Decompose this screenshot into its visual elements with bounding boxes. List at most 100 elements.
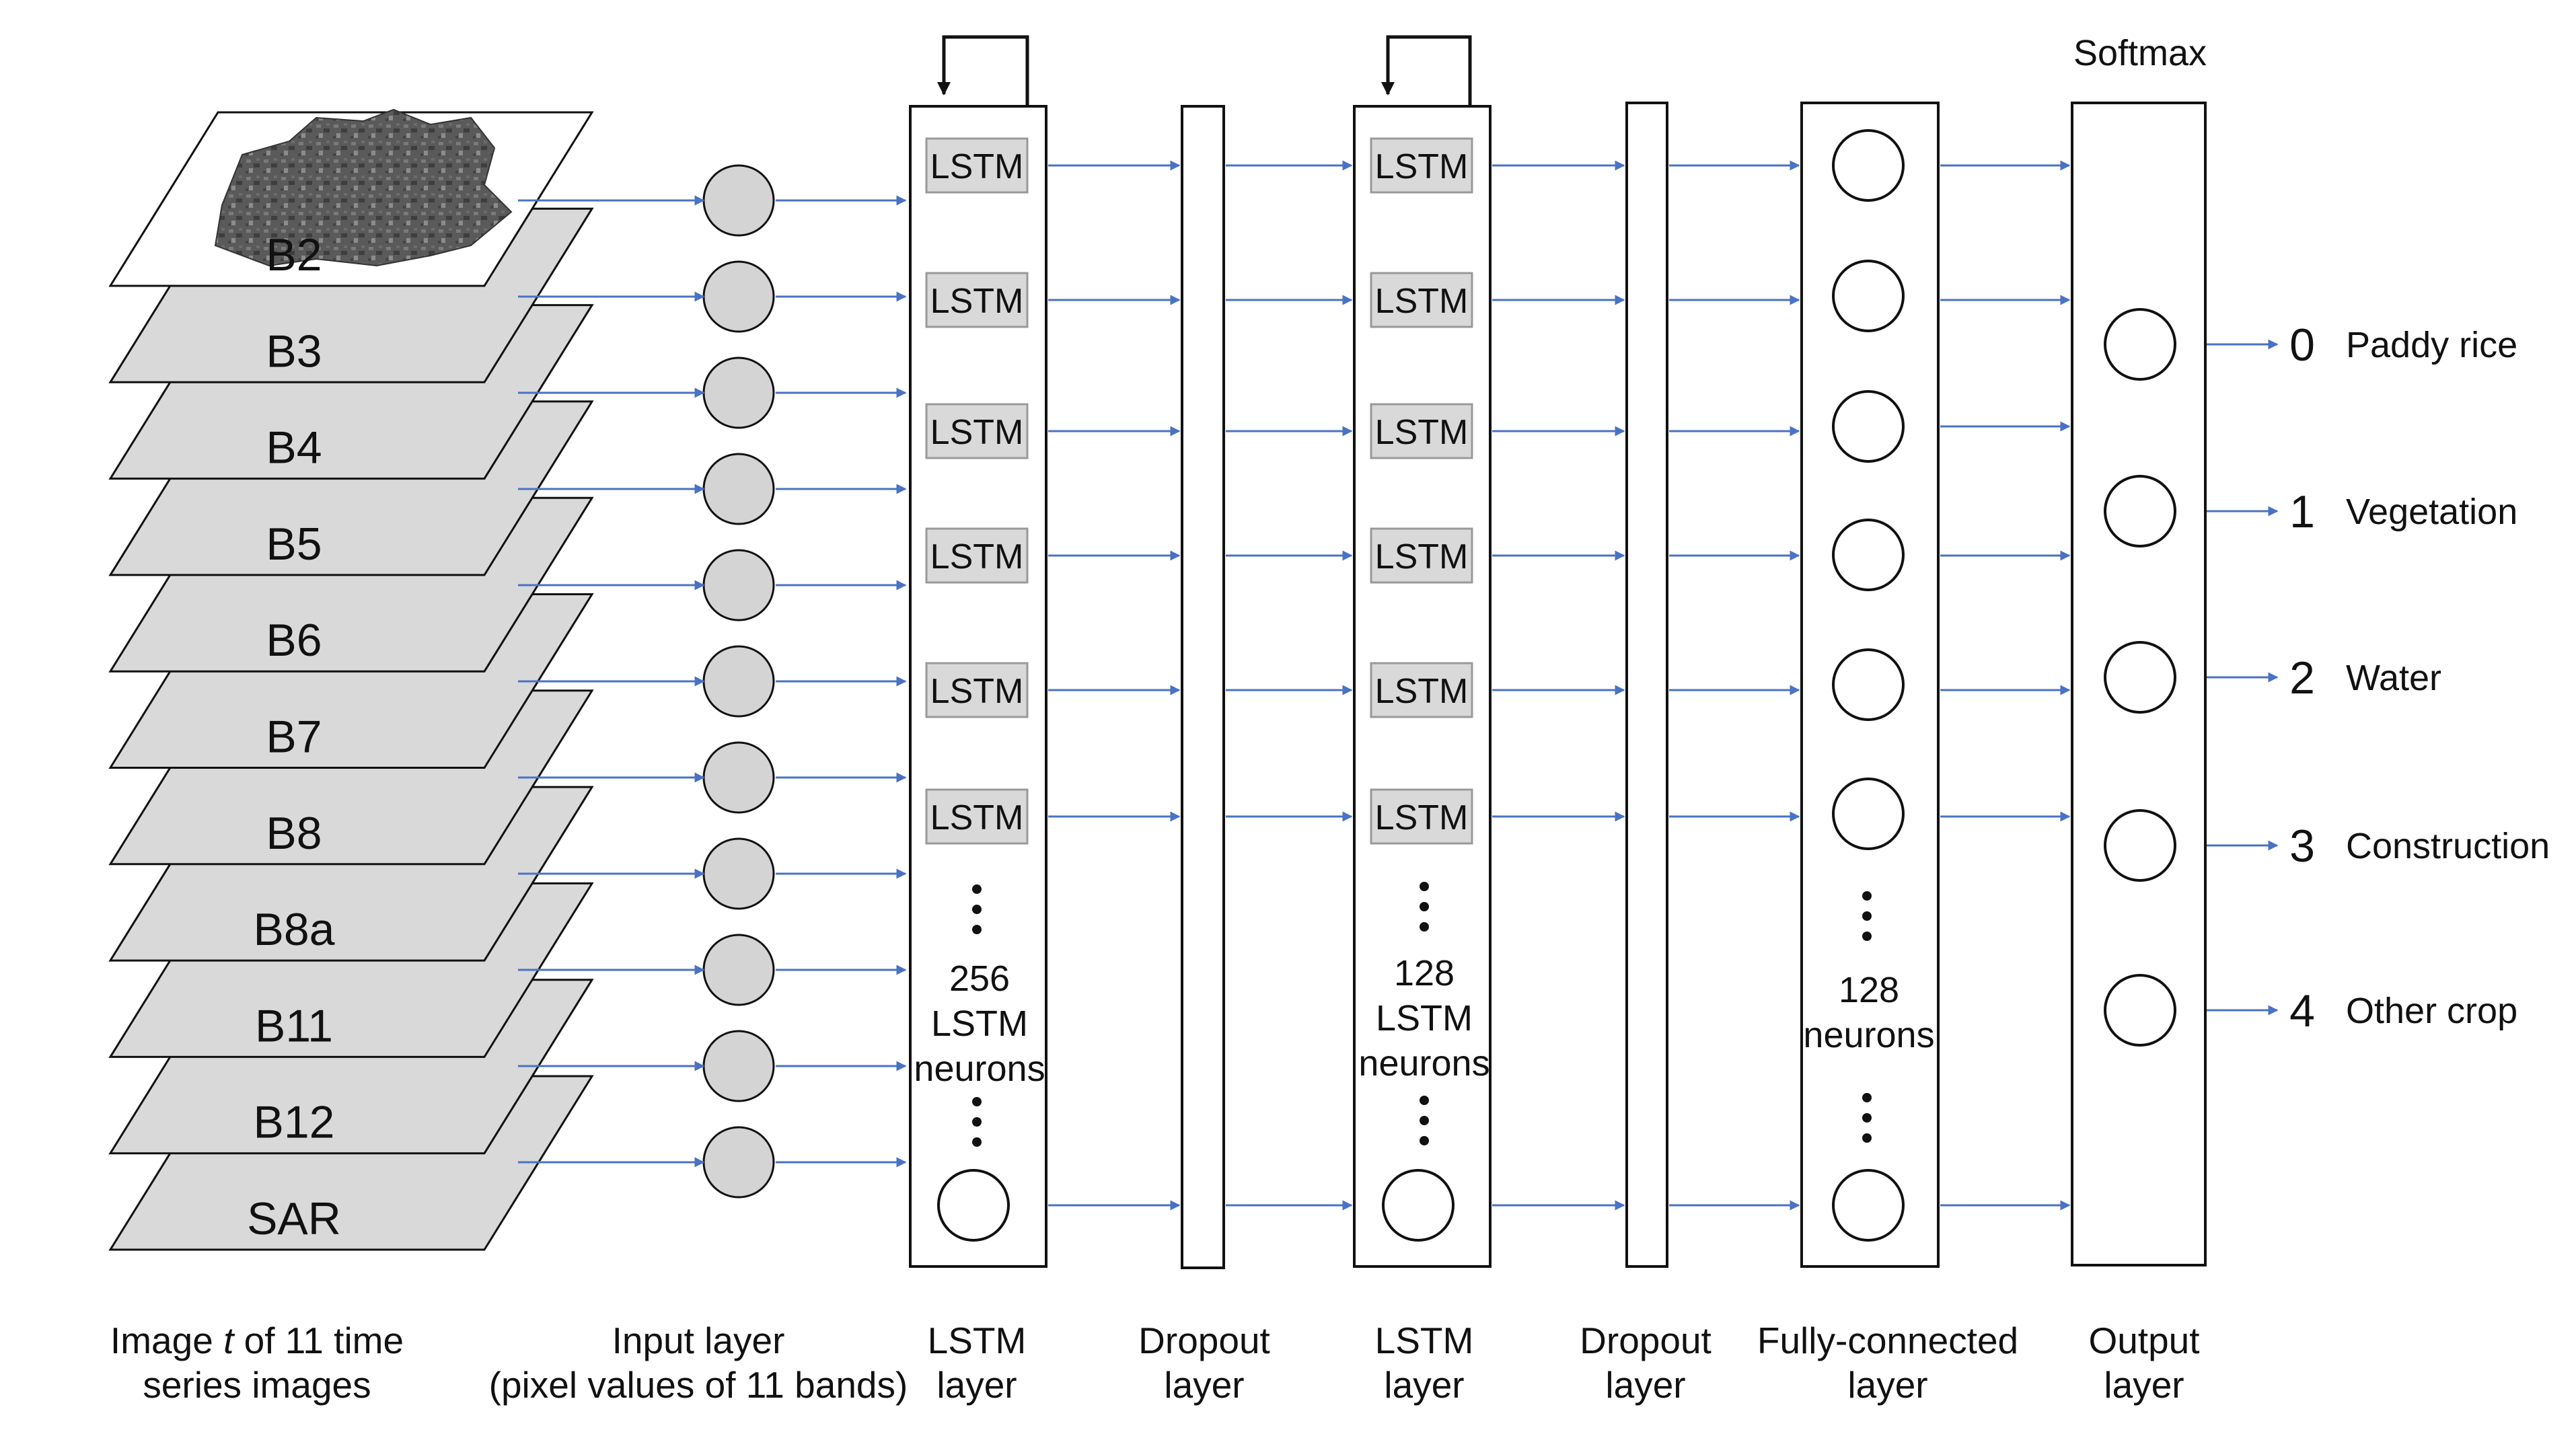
lstm-cell: LSTM [925, 403, 1029, 459]
lstm-cell-label: LSTM [930, 537, 1024, 576]
lstm-layer-2-neuron-type: LSTM [1376, 998, 1473, 1038]
caption-dropout1-line2: layer [1164, 1364, 1244, 1406]
lstm-cell: LSTM [1370, 403, 1473, 459]
lstm-layer-1-neuron-count: 256 [949, 958, 1010, 999]
fully-connected-dots-bottom-icon [1862, 1093, 1872, 1143]
lstm-cell-box [925, 527, 1029, 584]
softmax-label: Softmax [2073, 33, 2207, 73]
lstm-layer-1-neuron-type: LSTM [931, 1004, 1028, 1044]
lstm-layer-1-neuron-word: neurons [914, 1049, 1045, 1089]
lstm-cell-box [1370, 527, 1473, 584]
band-label: B12 [254, 1097, 335, 1148]
lstm-cell-label: LSTM [930, 798, 1024, 837]
lstm-cell-box [925, 272, 1029, 328]
input-node [702, 741, 775, 814]
lstm-cell-label: LSTM [930, 282, 1024, 321]
band-plane-b2: B2 [108, 108, 594, 287]
band-label: B4 [266, 422, 322, 474]
lstm-cell-box [1370, 403, 1473, 459]
output-neuron [2104, 475, 2176, 547]
caption-images-line2: series images [143, 1364, 371, 1406]
lstm-layer-1-dots-top-icon [972, 884, 982, 934]
band-label: B8 [266, 808, 322, 859]
dense-neuron [1832, 648, 1905, 721]
caption-dropout1-line1: Dropout [1138, 1320, 1270, 1361]
lstm-layer-2-last-neuron [1382, 1169, 1455, 1242]
lstm-layer-1-cells: LSTM LSTM LSTM LSTM LSTM LSTM [925, 137, 1029, 845]
caption-images: Image t of 11 time [110, 1320, 404, 1361]
lstm-layer-1-dots-bottom-icon [972, 1097, 982, 1147]
lstm-layer-2-neuron-word: neurons [1358, 1043, 1489, 1084]
class-number: 2 [2289, 652, 2315, 704]
caption-output-line1: Output [2088, 1320, 2199, 1361]
lstm-cell-label: LSTM [1375, 537, 1469, 576]
input-node [702, 1126, 775, 1199]
lstm-cell-box [1370, 272, 1473, 328]
class-name: Other crop [2346, 991, 2517, 1031]
lstm-cell-box [925, 662, 1029, 718]
connection-arrows [518, 160, 2279, 1211]
lstm-cell: LSTM [925, 527, 1029, 584]
class-number: 3 [2289, 821, 2315, 872]
lstm-layer-2-dots-top-icon [1420, 882, 1429, 932]
lstm-cell-box [925, 788, 1029, 845]
lstm-cell-label: LSTM [930, 147, 1024, 186]
caption-lstm2-line2: layer [1384, 1364, 1464, 1406]
class-number: 1 [2289, 486, 2315, 537]
lstm-layer-2-neuron-count: 128 [1394, 953, 1455, 993]
lstm-cell-box [1370, 137, 1473, 194]
lstm-cell: LSTM [1370, 527, 1473, 584]
input-node [702, 1030, 775, 1102]
lstm-layer-1: LSTM LSTM LSTM LSTM LSTM LSTM 256 LSTM neuron… [909, 35, 1047, 1268]
output-neuron [2104, 809, 2176, 882]
input-node [702, 453, 775, 525]
lstm-layer-2-dots-bottom-icon [1420, 1096, 1429, 1145]
input-node [702, 164, 775, 237]
caption-output-line2: layer [2104, 1364, 2184, 1406]
input-node [702, 934, 775, 1006]
lstm-cell-label: LSTM [930, 413, 1024, 452]
class-number: 0 [2289, 319, 2315, 371]
lstm-cell: LSTM [1370, 137, 1473, 194]
dense-neuron [1832, 390, 1905, 463]
lstm-cell-box [925, 137, 1029, 194]
lstm-cell: LSTM [925, 662, 1029, 718]
class-number: 4 [2289, 985, 2315, 1036]
output-neuron [2104, 308, 2176, 381]
lstm-cell-box [925, 403, 1029, 459]
fully-connected-dots-top-icon [1862, 891, 1872, 941]
class-name: Water [2346, 658, 2441, 698]
input-node [702, 260, 775, 333]
output-neuron [2104, 974, 2176, 1047]
band-label: B7 [266, 712, 322, 763]
lstm-cell: LSTM [1370, 662, 1473, 718]
lstm-cell-box [1370, 788, 1473, 845]
band-label: B6 [266, 615, 322, 666]
lstm-cell-label: LSTM [1375, 282, 1469, 321]
input-layer [702, 164, 775, 1199]
dropout-layer-2 [1625, 102, 1668, 1268]
band-label: SAR [247, 1193, 341, 1244]
dense-neuron [1832, 1169, 1905, 1242]
class-name: Construction [2346, 826, 2550, 866]
output-neuron [2104, 641, 2176, 714]
dense-neuron [1832, 260, 1905, 332]
caption-lstm1-line1: LSTM [928, 1320, 1027, 1361]
captions: Image t of 11 time series images Input l… [110, 1320, 2200, 1406]
fully-connected-layer: 128 neurons [1800, 102, 1940, 1268]
caption-lstm1-line2: layer [936, 1364, 1017, 1406]
lstm-cell-box [1370, 662, 1473, 718]
lstm-cell: LSTM [925, 272, 1029, 328]
caption-input-line1: Input layer [612, 1320, 785, 1361]
band-label: B8a [254, 904, 335, 955]
lstm-cell: LSTM [925, 137, 1029, 194]
lstm-layer-2-recurrent-arrow [1381, 35, 1472, 106]
caption-dropout2-line2: layer [1605, 1364, 1685, 1406]
band-label: B3 [266, 326, 322, 377]
lstm-cell: LSTM [1370, 788, 1473, 845]
class-name: Paddy rice [2346, 325, 2517, 365]
band-label: B11 [255, 1000, 333, 1051]
fully-connected-neurons [1832, 129, 1905, 1242]
